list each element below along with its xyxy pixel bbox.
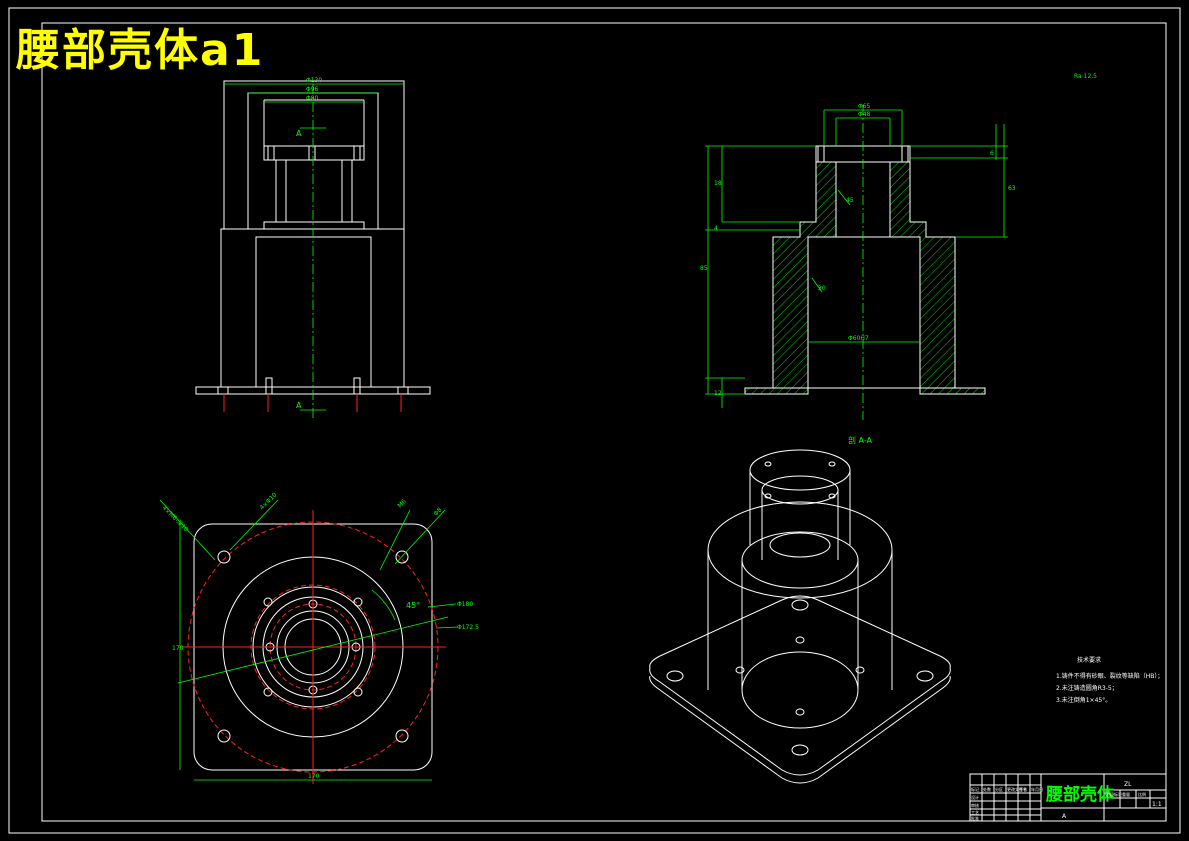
dim-sec-4: 85 xyxy=(700,265,708,272)
tb-right-label-2: 重量 xyxy=(1122,791,1130,797)
tb-right-label-1: 阶段标记 xyxy=(1106,791,1122,797)
tb-col-label-1: 设计 xyxy=(971,794,979,800)
front-view: Φ130 Φ96 Φ80 A A xyxy=(195,77,431,418)
dim-sec-5: 18 xyxy=(714,180,722,187)
title-block-sheet: A xyxy=(1062,813,1067,820)
title-block-material: ZL xyxy=(1124,781,1132,788)
roughness-symbol: Ra 12.5 xyxy=(1074,73,1097,80)
dim-top-9: 170 xyxy=(308,773,320,780)
tb-row-label-2: 处数 xyxy=(983,786,991,792)
dim-top-4: Φ8 xyxy=(432,506,443,517)
dim-sec-2: Φ48 xyxy=(858,111,871,118)
dim-sec-10: 12 xyxy=(714,390,722,397)
title-block-part-name: 腰部壳体 xyxy=(1046,784,1115,805)
tb-row-label-6: 年月日 xyxy=(1031,786,1043,792)
tb-col-label-3: 工艺 xyxy=(971,810,979,815)
dim-sec-11: 45 xyxy=(846,197,854,204)
title-block: 腰部壳体 ZL 1:1 A 标记 处数 分区 更改文件号 签名 年月日 设计 审… xyxy=(969,773,1167,822)
dim-sec-3: Φ60H7 xyxy=(848,335,869,342)
dim-front-2: Φ96 xyxy=(306,86,319,93)
dim-sec-12: 30 xyxy=(818,285,826,292)
tech-note-3: 3.未注倒角1×45°。 xyxy=(1056,696,1111,704)
tb-row-label-4: 更改文件号 xyxy=(1007,786,1027,792)
section-view: Φ65 Φ48 Φ60H7 85 18 4 12 63 6 45 30 剖 A-… xyxy=(700,73,1097,445)
dim-front-1: Φ130 xyxy=(306,77,322,84)
top-view: 4×M6-深10 4×Φ10 M6 Φ8 45° Φ180 Φ172.5 170… xyxy=(159,491,479,784)
cut-mark-top: A xyxy=(296,129,302,138)
cut-mark-bottom: A xyxy=(296,401,302,410)
tech-notes: 技术要求 1.铸件不得有砂眼、裂纹等缺陷（HB）； 2.未注铸造圆角R3-5； … xyxy=(1056,656,1163,704)
dim-top-1: 4×M6-深10 xyxy=(161,504,191,534)
section-label: 剖 A-A xyxy=(848,435,873,445)
dim-top-8: 170 xyxy=(172,645,184,652)
tb-row-label-5: 签名 xyxy=(1019,786,1027,792)
dim-top-7: Φ172.5 xyxy=(457,624,479,631)
tb-row-label-3: 分区 xyxy=(995,786,1003,792)
dim-sec-6: 63 xyxy=(1008,185,1016,192)
tb-col-label-2: 审核 xyxy=(971,802,979,808)
dim-sec-9: 4 xyxy=(714,225,718,232)
tb-right-label-3: 比例 xyxy=(1138,791,1146,797)
dim-sec-7: 6 xyxy=(990,150,994,157)
tb-col-label-4: 批准 xyxy=(971,815,979,821)
dim-sec-1: Φ65 xyxy=(858,103,871,110)
inner-border xyxy=(41,22,1167,822)
dim-top-3: M6 xyxy=(396,498,407,509)
tech-note-1: 1.铸件不得有砂眼、裂纹等缺陷（HB）； xyxy=(1056,672,1163,680)
outer-border xyxy=(8,7,1181,834)
iso-view xyxy=(649,449,951,784)
dim-front-3: Φ80 xyxy=(306,95,319,102)
tb-row-label-1: 标记 xyxy=(971,786,979,792)
drawing-title: 腰部壳体a1 xyxy=(16,25,265,76)
dim-top-2: 4×Φ10 xyxy=(258,491,278,511)
tech-note-2: 2.未注铸造圆角R3-5； xyxy=(1056,684,1118,692)
dim-top-5: 45° xyxy=(406,601,420,610)
tech-notes-title: 技术要求 xyxy=(1077,656,1101,664)
title-block-scale: 1:1 xyxy=(1152,801,1162,808)
dim-top-6: Φ180 xyxy=(457,601,473,608)
